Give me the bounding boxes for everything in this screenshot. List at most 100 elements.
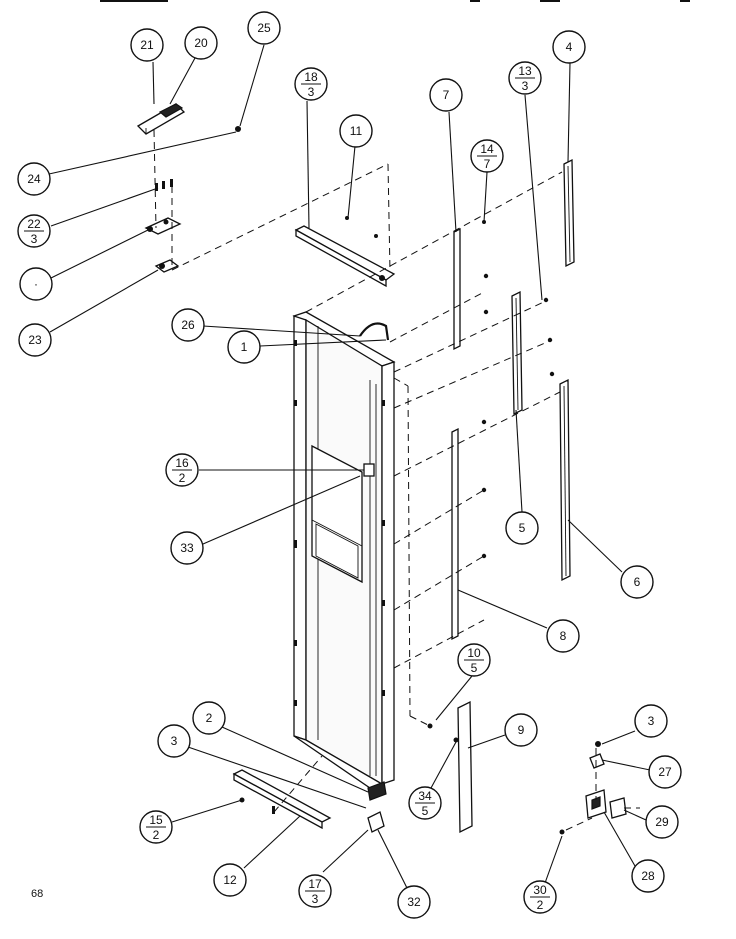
callout-12: 12 (213, 863, 247, 897)
svg-text:15: 15 (149, 813, 163, 827)
svg-text:5: 5 (471, 661, 478, 675)
svg-text:3: 3 (308, 85, 315, 99)
svg-text:·: · (34, 277, 38, 291)
svg-text:13: 13 (518, 64, 532, 78)
callout-14-over-7: 147 (470, 139, 504, 173)
callout-blank: · (19, 267, 53, 301)
svg-text:6: 6 (634, 575, 641, 589)
svg-text:33: 33 (180, 541, 194, 555)
callout-23: 23 (18, 323, 52, 357)
callout-24: 24 (17, 162, 51, 196)
svg-text:5: 5 (422, 804, 429, 818)
svg-text:27: 27 (658, 765, 672, 779)
callout-6: 6 (620, 565, 654, 599)
parts (136, 103, 627, 835)
callout-25: 25 (247, 11, 281, 45)
screws-22 (155, 179, 173, 191)
svg-text:11: 11 (350, 124, 363, 138)
callout-18-over-3: 183 (294, 67, 328, 101)
callout-32: 32 (397, 885, 431, 919)
gasket-strip-4 (563, 158, 575, 268)
top-hinge-cover (136, 103, 186, 135)
callout-3-right: 3 (634, 704, 668, 738)
svg-text:2: 2 (179, 471, 186, 485)
svg-text:8: 8 (560, 629, 567, 643)
callout-22-over-3: 223 (17, 214, 51, 248)
callout-9: 9 (504, 713, 538, 747)
svg-text:2: 2 (537, 898, 544, 912)
leader-lines (48, 44, 651, 889)
svg-text:1: 1 (241, 340, 248, 354)
callout-29: 29 (645, 805, 679, 839)
screw-25 (235, 126, 241, 132)
frame-side-notches (294, 340, 385, 706)
gasket-strip-6 (559, 378, 571, 582)
svg-text:10: 10 (467, 646, 481, 660)
svg-text:3: 3 (648, 714, 655, 728)
svg-text:18: 18 (304, 70, 318, 84)
svg-text:29: 29 (655, 815, 669, 829)
trim-strip-9 (457, 700, 473, 834)
svg-text:9: 9 (518, 723, 525, 737)
assembly-lines (153, 129, 640, 831)
svg-text:4: 4 (566, 40, 573, 54)
svg-text:32: 32 (407, 895, 421, 909)
svg-text:21: 21 (140, 38, 154, 52)
callout-33: 33 (170, 531, 204, 565)
callout-10-over-5: 105 (457, 643, 491, 677)
callout-21: 21 (130, 28, 164, 62)
strip-8 (451, 427, 459, 641)
top-hinge (144, 217, 182, 235)
fastener-dots (427, 220, 555, 743)
lower-hinge-assembly (559, 741, 627, 835)
callout-16-over-2: 162 (165, 453, 199, 487)
callout-5: 5 (505, 511, 539, 545)
callout-30-over-2: 302 (523, 880, 557, 914)
svg-text:28: 28 (641, 869, 655, 883)
svg-text:3: 3 (31, 232, 38, 246)
callout-11: 11 (339, 114, 373, 148)
callout-28: 28 (631, 859, 665, 893)
callout-4: 4 (552, 30, 586, 64)
svg-text:30: 30 (533, 883, 547, 897)
svg-text:17: 17 (308, 877, 322, 891)
svg-text:20: 20 (194, 36, 208, 50)
callout-13-over-3: 133 (508, 61, 542, 95)
svg-text:16: 16 (175, 456, 189, 470)
svg-text:2: 2 (206, 711, 213, 725)
callout-27: 27 (648, 755, 682, 789)
svg-text:22: 22 (27, 217, 41, 231)
svg-text:26: 26 (181, 318, 195, 332)
svg-text:14: 14 (480, 142, 494, 156)
callout-17-over-3: 173 (298, 874, 332, 908)
callout-8: 8 (546, 619, 580, 653)
svg-text:3: 3 (171, 734, 178, 748)
svg-text:25: 25 (257, 21, 271, 35)
gasket-strip-5 (511, 290, 523, 416)
callout-20: 20 (184, 26, 218, 60)
callout-3-left: 3 (157, 724, 191, 758)
svg-text:7: 7 (443, 88, 450, 102)
door-frame (292, 311, 396, 833)
hinge-pin (154, 259, 180, 273)
door-top-cap (294, 216, 396, 288)
callout-26: 26 (171, 308, 205, 342)
svg-text:23: 23 (28, 333, 42, 347)
callout-34-over-5: 345 (408, 786, 442, 820)
svg-text:7: 7 (484, 157, 491, 171)
svg-text:24: 24 (27, 172, 41, 186)
svg-text:2: 2 (153, 828, 160, 842)
svg-text:12: 12 (223, 873, 237, 887)
strip-7 (453, 227, 461, 351)
page-number: 68 (31, 888, 44, 900)
callout-15-over-2: 152 (139, 810, 173, 844)
svg-text:34: 34 (418, 789, 432, 803)
svg-text:3: 3 (522, 79, 529, 93)
callout-1: 1 (227, 330, 261, 364)
callout-7: 7 (429, 78, 463, 112)
callout-2: 2 (192, 701, 226, 735)
svg-text:5: 5 (519, 521, 526, 535)
callout-bubbles: 21 20 25 24 223 · 23 183 11 7 133 4 147 … (17, 11, 682, 919)
svg-text:3: 3 (312, 892, 319, 906)
